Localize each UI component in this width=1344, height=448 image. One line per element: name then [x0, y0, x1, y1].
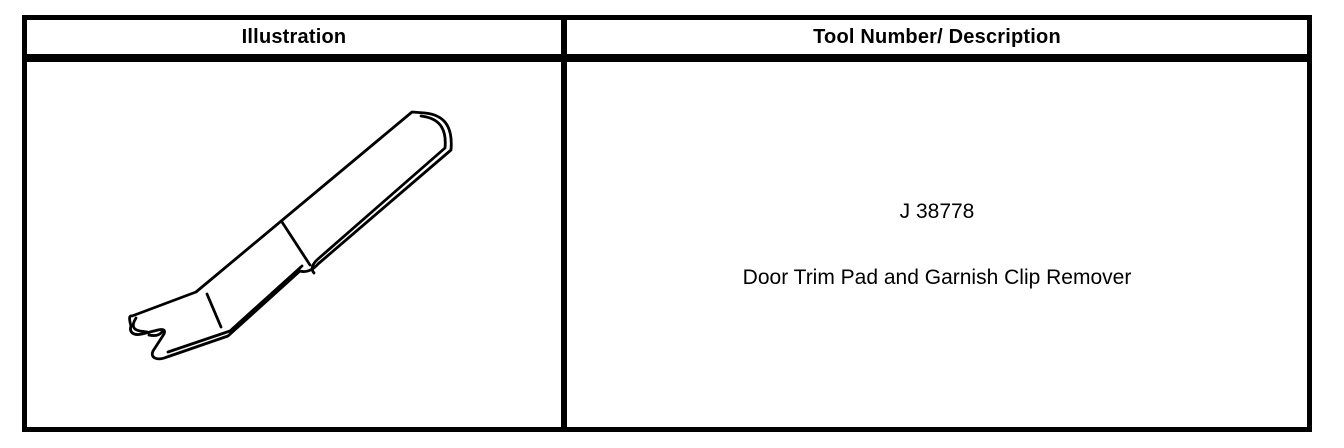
- handle-inner-edge-line: [310, 114, 447, 275]
- column-divider: [561, 20, 567, 54]
- illustration-cell: [27, 62, 561, 427]
- header-cell-illustration: Illustration: [27, 20, 561, 54]
- description-cell: J 38778 Door Trim Pad and Garnish Clip R…: [567, 62, 1307, 427]
- header-cell-tool-number-description: Tool Number/ Description: [567, 20, 1307, 54]
- tool-description-text: Door Trim Pad and Garnish Clip Remover: [742, 265, 1132, 289]
- header-label-tool-number-description: Tool Number/ Description: [813, 25, 1061, 48]
- fork-underside-line: [147, 330, 164, 337]
- tool-number-text: J 38778: [899, 199, 975, 223]
- trim-pad-remover-tool-illustration: [128, 110, 453, 361]
- blade-joint-line: [205, 292, 223, 329]
- column-divider-body: [561, 62, 567, 427]
- header-label-illustration: Illustration: [241, 25, 347, 48]
- tools-table: Illustration Tool Number/ Description: [22, 15, 1312, 432]
- shaft-inner-edge-line: [166, 264, 304, 354]
- handle-joint-line: [280, 220, 312, 267]
- header-row-divider: [27, 54, 1307, 62]
- upper-prong-curl-line: [131, 316, 149, 334]
